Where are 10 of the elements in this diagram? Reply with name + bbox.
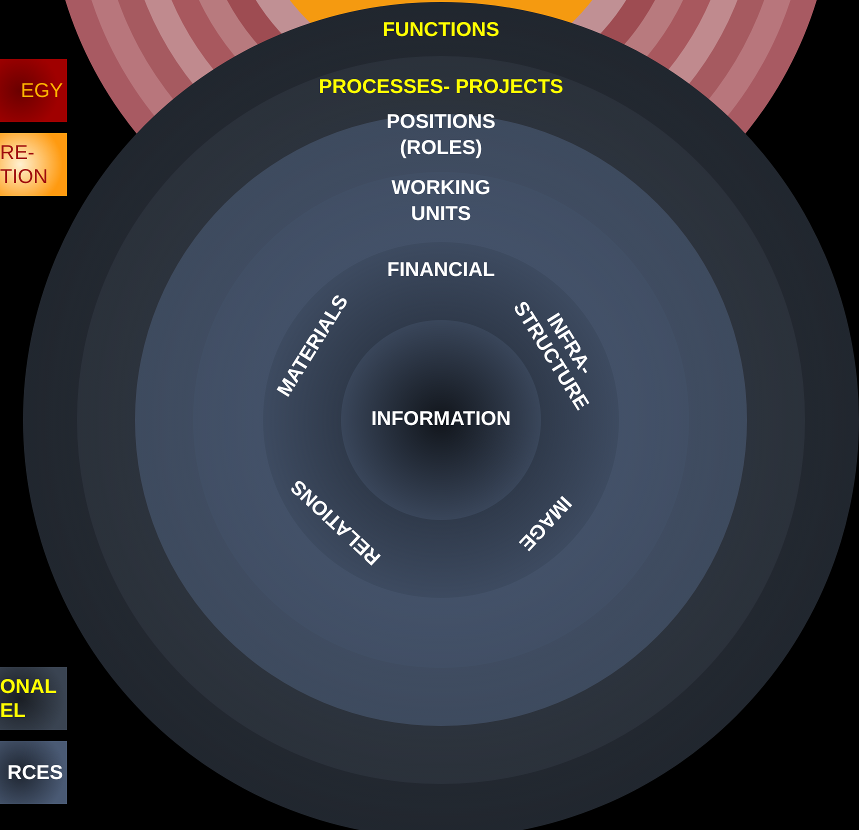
ring-label: POSITIONS (ROLES) [386,110,496,161]
ring-label: FINANCIAL [387,258,495,283]
label-box: EGY [0,59,67,122]
ring-label: FUNCTIONS [382,18,500,43]
ring-label: INFORMATION [371,407,511,432]
label-box: RE- TION [0,133,67,196]
label-box: ONAL EL [0,667,67,730]
ring-label: PROCESSES- PROJECTS [318,75,564,100]
ring-label: WORKING UNITS [390,176,492,227]
label-box: RCES [0,741,67,804]
